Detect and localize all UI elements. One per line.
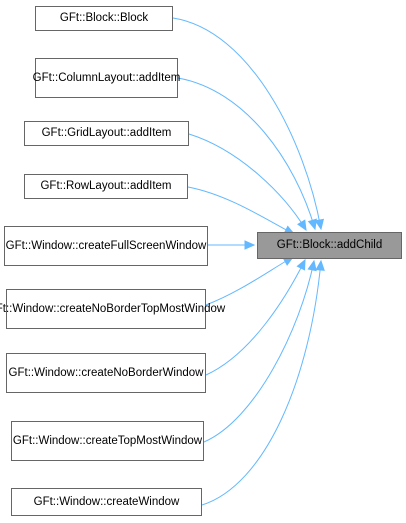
caller-node-columnlayout-additem[interactable]: GFt::ColumnLayout:: addItem [32,58,181,98]
caller-node-label: Window [165,239,207,252]
caller-node-label: GFt::Window::createFullScreen [5,239,166,252]
call-edge [177,77,316,230]
caller-node-label: addItem [138,71,181,84]
arrowhead [244,240,256,250]
caller-node-label: GFt::Block::Block [59,12,149,24]
caller-node-label: TopMostWindow [140,302,226,315]
call-edge [188,133,307,231]
arrowhead [307,218,317,231]
caller-node-gridlayout-additem[interactable]: GFt::GridLayout::addItem [24,121,189,146]
caller-node-window-createnoborderwindow[interactable]: GFt::Window::createNoBorder Window [6,353,206,393]
caller-node-label: GFt::ColumnLayout:: [32,71,139,84]
call-edge [205,256,294,306]
caller-node-label: GFt::RowLayout::addItem [40,180,172,192]
call-edge [203,260,315,443]
call-edge [201,260,322,506]
caller-node-label: GFt::Window::createNoBorder [0,302,141,315]
caller-node-window-createnobordertopmostwindow[interactable]: GFt::Window::createNoBorder TopMostWindo… [0,289,225,329]
caller-node-label: Window [161,434,203,447]
arrowhead [296,258,306,271]
caller-node-window-createtopmostwindow[interactable]: GFt::Window::createTopMost Window [11,421,204,461]
target-node-label: GFt::Block::addChild [276,239,383,251]
target-node-block-addchild: GFt::Block::addChild [257,232,402,259]
arrowhead [314,218,325,231]
caller-node-label: Window [162,366,204,379]
caller-node-window-createwindow[interactable]: GFt::Window::createWindow [11,488,202,516]
caller-node-label: GFt::GridLayout::addItem [41,127,172,139]
caller-node-rowlayout-additem[interactable]: GFt::RowLayout::addItem [24,174,188,199]
arrowhead [297,219,307,232]
arrowhead [315,259,325,271]
caller-node-label: GFt::Window::createNoBorder [8,366,163,379]
caller-node-block-constructor[interactable]: GFt::Block::Block [35,6,173,31]
call-edge [205,259,306,376]
caller-node-label: GFt::Window::createTopMost [12,434,162,447]
call-edge [172,17,322,230]
caller-node-window-createfullscreenwindow[interactable]: GFt::Window::createFullScreen Window [4,226,208,266]
arrowhead [307,259,317,272]
caller-node-label: GFt::Window::createWindow [33,495,180,508]
